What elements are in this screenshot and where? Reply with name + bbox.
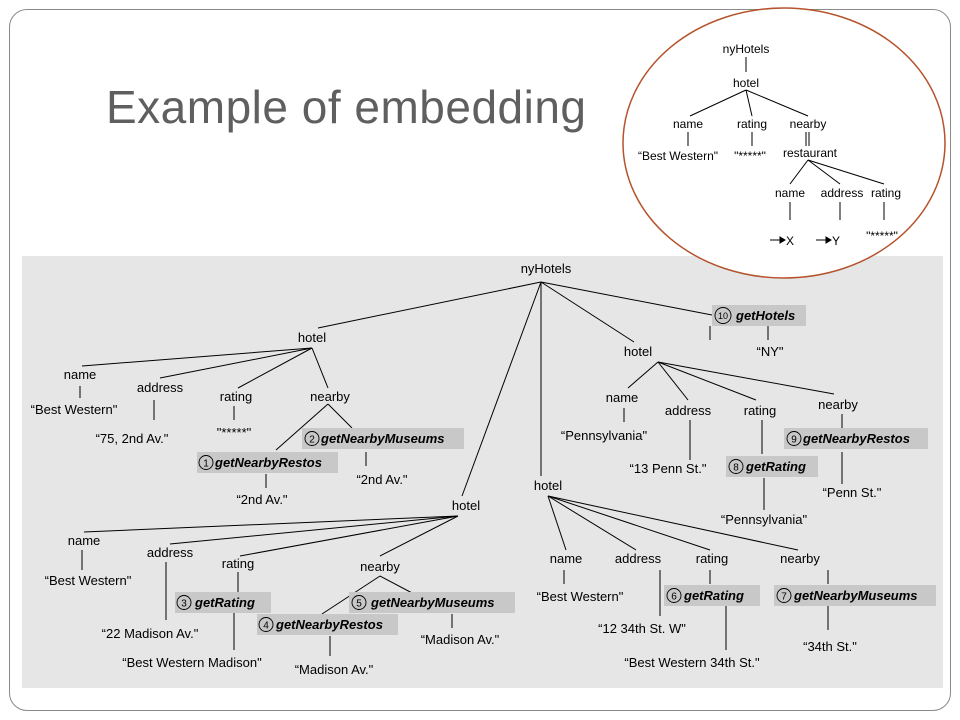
call8-service: getRating: [745, 459, 806, 474]
call10-arg: “NY": [756, 344, 783, 359]
inset-root: nyHotels: [723, 42, 770, 56]
service-boxes: [175, 305, 936, 635]
tree-root: nyHotels: [521, 261, 572, 276]
h3-address-value: “12 34th St. W": [598, 621, 686, 636]
call8-number: 8: [733, 463, 739, 474]
slide-title: Example of embedding: [106, 81, 587, 133]
call4-arg: “Madison Av.": [295, 662, 374, 677]
h4-name: name: [606, 390, 639, 405]
call7-arg: “34th St.": [803, 639, 857, 654]
h2-name-value: “Best Western": [45, 573, 132, 588]
call4-number: 4: [263, 621, 269, 632]
call9-number: 9: [791, 435, 797, 446]
inset-nearby: nearby: [790, 117, 827, 131]
h2-name: name: [68, 533, 101, 548]
call5-service: getNearbyMuseums: [370, 595, 495, 610]
h1-name: name: [64, 367, 97, 382]
inset-r-name: name: [775, 186, 805, 200]
h2-address-value: “22 Madison Av.": [102, 626, 199, 641]
inset-r-rating-value: "*****": [866, 229, 898, 243]
h1-nearby: nearby: [310, 389, 350, 404]
h2-rating: rating: [222, 556, 255, 571]
call7-service: getNearbyMuseums: [793, 588, 918, 603]
call2-service: getNearbyMuseums: [320, 431, 445, 446]
h4-nearby: nearby: [818, 397, 858, 412]
call6-service: getRating: [683, 588, 744, 603]
h3-rating: rating: [696, 551, 729, 566]
call2-number: 2: [309, 435, 315, 446]
call4-service: getNearbyRestos: [275, 617, 383, 632]
h2-nearby: nearby: [360, 559, 400, 574]
call3-number: 3: [181, 599, 187, 610]
h2-address: address: [147, 545, 194, 560]
h1-rating: rating: [220, 389, 253, 404]
h4-label: hotel: [624, 344, 652, 359]
h4-address: address: [665, 403, 712, 418]
inset-r-address-value: Y: [832, 234, 840, 248]
call1-service: getNearbyRestos: [214, 455, 322, 470]
h3-address: address: [615, 551, 662, 566]
h4-address-value: “13 Penn St.": [630, 461, 707, 476]
h1-rating-value: "*****": [217, 425, 252, 440]
inset-r-address: address: [821, 186, 864, 200]
call7-number: 7: [781, 592, 787, 603]
h3-name-value: “Best Western": [537, 589, 624, 604]
inset-rating: rating: [737, 117, 767, 131]
h1-name-value: “Best Western": [31, 402, 118, 417]
h2-label: hotel: [452, 498, 480, 513]
call6-arg: “Best Western 34th St.": [624, 655, 760, 670]
call10-number: 10: [718, 311, 728, 321]
inset-rating-value: "*****": [734, 149, 766, 163]
tree-labels: nyHotels hotel name “Best Western" addre…: [31, 261, 918, 677]
call3-service: getRating: [194, 595, 255, 610]
call5-arg: “Madison Av.": [421, 632, 500, 647]
h1-address-value: “75, 2nd Av.": [96, 431, 169, 446]
call1-number: 1: [203, 459, 209, 470]
h3-name: name: [550, 551, 583, 566]
inset-hotel: hotel: [733, 76, 759, 90]
call8-arg: “Pennsylvania": [721, 512, 808, 527]
h4-name-value: “Pennsylvania": [561, 428, 648, 443]
inset-name-value: “Best Western": [638, 149, 718, 163]
h1-address: address: [137, 380, 184, 395]
call1-arg: “2nd Av.": [236, 492, 287, 507]
h3-nearby: nearby: [780, 551, 820, 566]
call3-arg: “Best Western Madison": [122, 655, 262, 670]
inset-circle: [622, 7, 946, 279]
h1-label: hotel: [298, 330, 326, 345]
inset-r-rating: rating: [871, 186, 901, 200]
call-number-circles: [176, 307, 802, 632]
h4-rating: rating: [744, 403, 777, 418]
call9-arg: “Penn St.": [823, 485, 882, 500]
call10-service: getHotels: [735, 308, 795, 323]
inset-restaurant: restaurant: [783, 146, 838, 160]
call6-number: 6: [671, 592, 677, 603]
h3-label: hotel: [534, 478, 562, 493]
inset-r-name-value: X: [786, 234, 794, 248]
inset-name: name: [673, 117, 703, 131]
call2-arg: “2nd Av.": [356, 472, 407, 487]
call5-number: 5: [356, 599, 362, 610]
tree-edges: [79, 57, 885, 656]
call9-service: getNearbyRestos: [802, 431, 910, 446]
inset-labels: nyHotels hotel name rating nearby “Best …: [638, 42, 901, 248]
inset-arrows: [770, 236, 832, 244]
